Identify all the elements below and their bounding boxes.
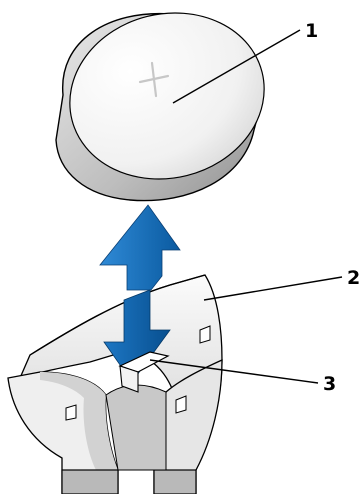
callout-number-2: 2 xyxy=(347,267,360,289)
callout-number-1: 1 xyxy=(305,20,318,42)
coin-cell-battery xyxy=(52,0,282,201)
callout-number-3: 3 xyxy=(323,373,336,395)
arrow-up-icon xyxy=(100,205,180,290)
battery-socket xyxy=(8,275,222,494)
leader-line-2 xyxy=(204,277,342,300)
